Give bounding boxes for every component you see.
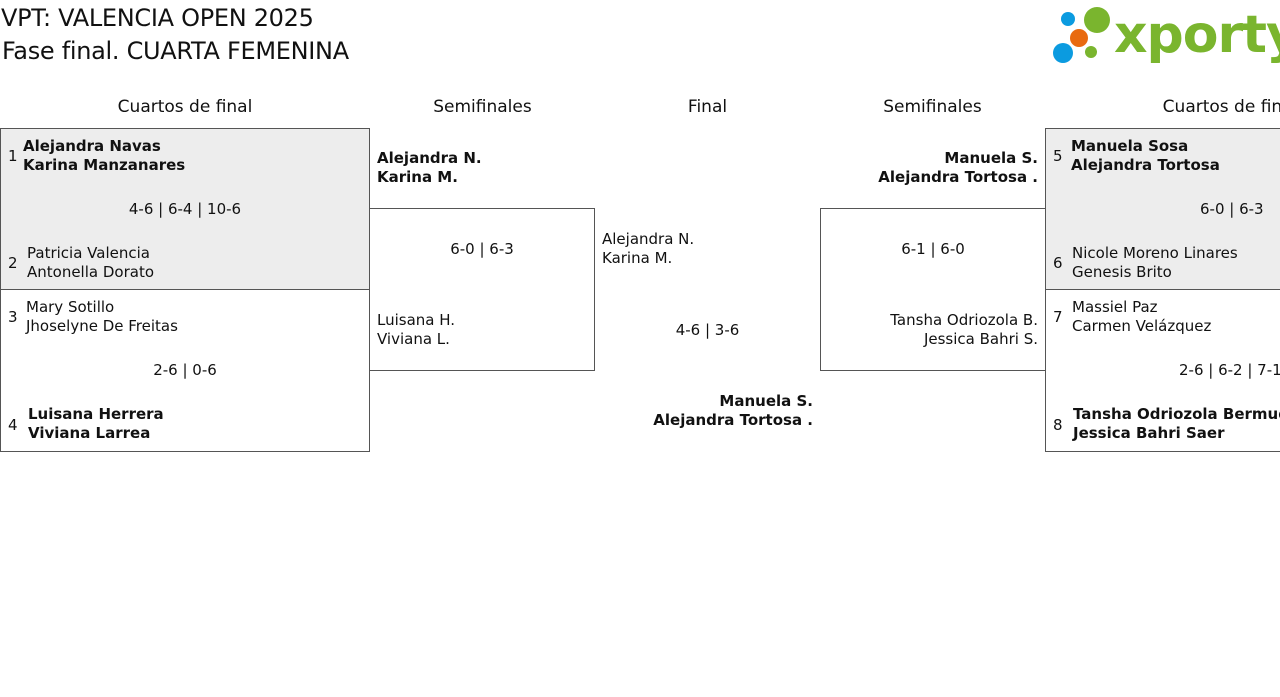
match-score: 2-6 | 0-6 (153, 361, 217, 379)
team-left-qf1-top: Alejandra Navas Karina Manzanares (23, 137, 185, 175)
match-score: 2-6 | 6-2 | 7-10 (1179, 361, 1280, 379)
match-left-qf-1[interactable]: 1 Alejandra Navas Karina Manzanares 4-6 … (0, 128, 370, 290)
player-name: Luisana H. (377, 311, 456, 329)
player-name: Viviana L. (377, 330, 450, 348)
match-score: 6-0 | 6-3 (450, 240, 514, 258)
player-name: Mary Sotillo (26, 298, 115, 316)
player-name: Antonella Dorato (27, 263, 155, 281)
team-right-qf2-bottom: Tansha Odriozola Bermudez Jessica Bahri … (1073, 405, 1280, 443)
team-left-sf-top: Alejandra N. Karina M. (377, 149, 482, 187)
player-name: Manuela Sosa (1071, 137, 1189, 155)
player-name: Massiel Paz (1072, 298, 1158, 316)
match-right-qf-2[interactable]: 7 Massiel Paz Carmen Velázquez 2-6 | 6-2… (1045, 289, 1280, 452)
round-label-left-quarterfinals: Cuartos de final (117, 97, 253, 117)
player-name: Manuela S. (719, 392, 813, 410)
match-score: 4-6 | 6-4 | 10-6 (128, 200, 242, 218)
team-right-qf2-top: Massiel Paz Carmen Velázquez (1072, 298, 1211, 336)
seed-number: 5 (1053, 147, 1063, 165)
player-name: Alejandra N. (602, 230, 695, 248)
player-name: Karina Manzanares (23, 156, 186, 174)
team-left-sf-bottom: Luisana H. Viviana L. (377, 311, 455, 349)
seed-number: 4 (8, 416, 18, 434)
team-right-sf-bottom: Tansha Odriozola B. Jessica Bahri S. (821, 311, 1038, 349)
tournament-title: VPT: VALENCIA OPEN 2025 (1, 4, 314, 32)
team-left-qf2-top: Mary Sotillo Jhoselyne De Freitas (26, 298, 178, 336)
seed-number: 1 (8, 147, 18, 165)
player-name: Karina M. (377, 168, 458, 186)
seed-number: 8 (1053, 416, 1063, 434)
seed-number: 3 (8, 308, 18, 326)
team-left-qf2-bottom: Luisana Herrera Viviana Larrea (28, 405, 164, 443)
player-name: Carmen Velázquez (1072, 317, 1212, 335)
round-label-right-semifinals: Semifinales (883, 97, 982, 117)
team-left-qf1-bottom: Patricia Valencia Antonella Dorato (27, 244, 154, 282)
player-name: Tansha Odriozola B. (890, 311, 1038, 329)
match-left-sf[interactable]: 6-0 | 6-3 Luisana H. Viviana L. (369, 208, 595, 371)
player-name: Luisana Herrera (28, 405, 164, 423)
player-name: Jhoselyne De Freitas (26, 317, 178, 335)
round-label-final: Final (687, 97, 728, 117)
phase-title: Fase final. CUARTA FEMENINA (2, 37, 349, 65)
player-name: Genesis Brito (1072, 263, 1172, 281)
team-right-qf1-bottom: Nicole Moreno Linares Genesis Brito (1072, 244, 1238, 282)
logo-text: xporty (1114, 5, 1280, 65)
match-right-sf[interactable]: 6-1 | 6-0 Tansha Odriozola B. Jessica Ba… (820, 208, 1046, 371)
player-name: Alejandra Navas (23, 137, 161, 155)
player-name: Karina M. (602, 249, 673, 267)
team-right-sf-top: Manuela S. Alejandra Tortosa . (820, 149, 1038, 187)
match-right-qf-1[interactable]: 5 Manuela Sosa Alejandra Tortosa 6-0 | 6… (1045, 128, 1280, 290)
seed-number: 2 (8, 254, 18, 272)
seed-number: 6 (1053, 254, 1063, 272)
final-score: 4-6 | 3-6 (675, 321, 740, 339)
team-final-top: Alejandra N. Karina M. (602, 230, 694, 268)
player-name: Tansha Odriozola Bermudez (1073, 405, 1280, 423)
match-score: 6-1 | 6-0 (901, 240, 965, 258)
player-name: Alejandra Tortosa . (878, 168, 1038, 186)
round-label-right-quarterfinals: Cuartos de final (1162, 97, 1280, 117)
player-name: Manuela S. (944, 149, 1038, 167)
player-name: Jessica Bahri Saer (1073, 424, 1225, 442)
round-label-left-semifinals: Semifinales (433, 97, 532, 117)
player-name: Viviana Larrea (28, 424, 151, 442)
logo-dots-icon (1053, 7, 1110, 63)
player-name: Patricia Valencia (27, 244, 150, 262)
player-name: Nicole Moreno Linares (1072, 244, 1238, 262)
team-final-bottom: Manuela S. Alejandra Tortosa . (595, 392, 813, 430)
match-left-qf-2[interactable]: 3 Mary Sotillo Jhoselyne De Freitas 2-6 … (0, 289, 370, 452)
player-name: Alejandra Tortosa (1071, 156, 1220, 174)
team-right-qf1-top: Manuela Sosa Alejandra Tortosa (1071, 137, 1220, 175)
player-name: Alejandra Tortosa . (653, 411, 813, 429)
player-name: Alejandra N. (377, 149, 482, 167)
seed-number: 7 (1053, 308, 1063, 326)
match-score: 6-0 | 6-3 (1200, 200, 1264, 218)
player-name: Jessica Bahri S. (923, 330, 1038, 348)
